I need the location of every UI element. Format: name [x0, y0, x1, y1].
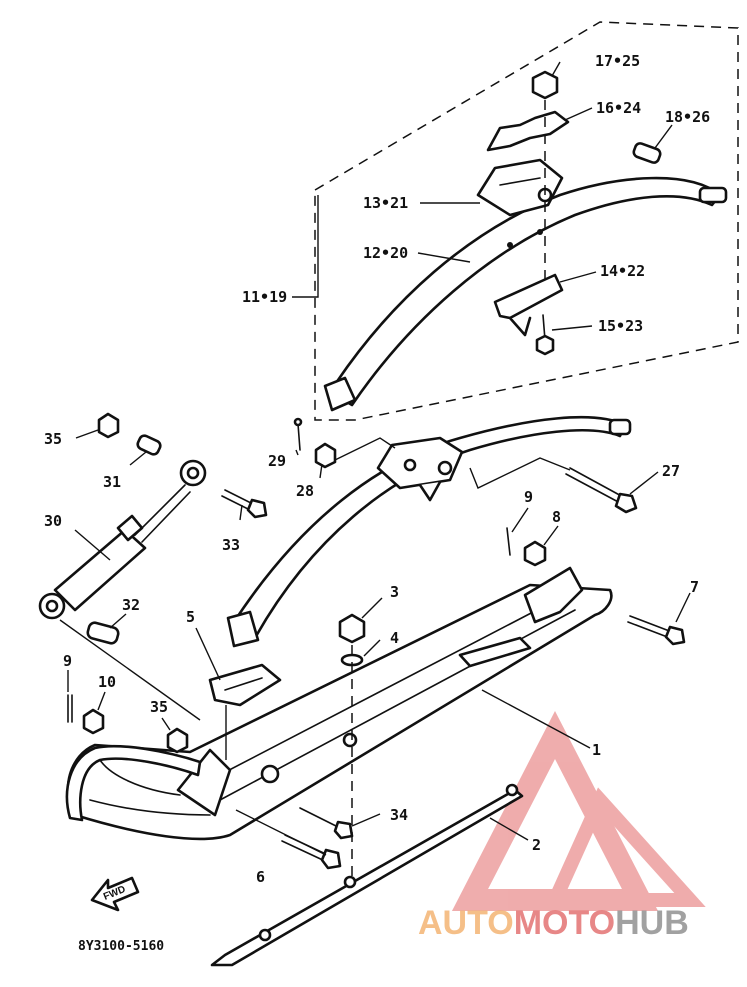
ski	[66, 566, 613, 841]
label-28: 28	[296, 482, 314, 500]
label-7: 7	[690, 578, 699, 596]
upper-clamp-plate	[486, 110, 570, 152]
fwd-arrow-icon: FWD	[90, 876, 140, 912]
bolt-34	[299, 807, 354, 840]
nut-35-bottom	[166, 727, 189, 754]
label-32: 32	[122, 596, 140, 614]
label-9-left: 9	[63, 652, 72, 670]
bolt-6	[281, 834, 342, 870]
svg-text:AUTOMOTOHUB: AUTOMOTOHUB	[418, 904, 689, 942]
cotter-pin-9-left	[67, 694, 73, 723]
label-18-26: 18•26	[665, 108, 710, 126]
bolt-7	[627, 615, 686, 646]
nut-35-top	[97, 412, 120, 439]
shock-absorber	[38, 459, 207, 620]
label-13-21: 13•21	[363, 194, 408, 212]
bracket-5	[208, 663, 282, 707]
label-15-23: 15•23	[598, 317, 643, 335]
nut-10	[82, 708, 105, 735]
label-5: 5	[186, 608, 195, 626]
cotter-pin-29	[293, 417, 303, 451]
label-11-19: 11•19	[242, 288, 287, 306]
label-35-bottom: 35	[150, 698, 168, 716]
label-10: 10	[98, 673, 116, 691]
label-4: 4	[390, 629, 399, 647]
watermark-text: AUTOMOTOHUB	[418, 904, 689, 942]
label-30: 30	[44, 512, 62, 530]
watermark-hub: HUB	[615, 904, 689, 942]
cotter-pin-9-right	[506, 527, 511, 556]
label-2: 2	[532, 836, 541, 854]
watermark-moto: MOTO	[514, 904, 615, 942]
collar-31	[136, 434, 162, 456]
label-35-top: 35	[44, 430, 62, 448]
ski-handle-loop	[65, 744, 202, 822]
bolt-33	[221, 489, 268, 519]
nut-8	[523, 540, 547, 567]
upper-spring-seat	[476, 158, 564, 217]
watermark-logo	[451, 710, 706, 911]
watermark-auto: AUTO	[418, 904, 514, 942]
bolt-27	[565, 467, 638, 514]
label-34: 34	[390, 806, 408, 824]
label-14-22: 14•22	[600, 262, 645, 280]
nut-28	[314, 442, 337, 469]
upper-bolt	[535, 314, 555, 356]
nut-3	[338, 613, 366, 644]
label-1: 1	[592, 741, 601, 759]
upper-nut	[531, 70, 559, 100]
upper-leaf-spring	[323, 176, 728, 412]
upper-lower-bracket	[493, 273, 564, 337]
label-27: 27	[662, 462, 680, 480]
leader-lines	[59, 61, 691, 856]
label-16-24: 16•24	[596, 99, 641, 117]
label-12-20: 12•20	[363, 244, 408, 262]
label-6: 6	[256, 868, 265, 886]
lower-spring-seat	[376, 436, 464, 502]
label-8: 8	[552, 508, 561, 526]
subassembly-dashed-box	[314, 21, 739, 421]
upper-collar-pin	[632, 142, 662, 164]
part-labels: 17•25 16•24 18•26 13•21 12•20 11•19 14•2…	[44, 52, 710, 886]
label-9-right: 9	[524, 488, 533, 506]
label-3: 3	[390, 583, 399, 601]
label-33: 33	[222, 536, 240, 554]
label-29: 29	[268, 452, 286, 470]
diagram-code: 8Y3100-5160	[78, 939, 164, 954]
label-31: 31	[103, 473, 121, 491]
wear-bar	[210, 783, 524, 967]
label-17-25: 17•25	[595, 52, 640, 70]
